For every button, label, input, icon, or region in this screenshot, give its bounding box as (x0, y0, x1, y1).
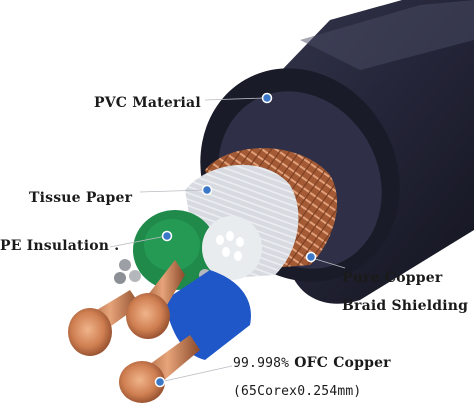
marker-pe (161, 230, 173, 242)
copper-wire-mid (126, 260, 185, 339)
braid-label-line1: Pure Copper (342, 270, 443, 286)
marker-ofc (154, 376, 166, 388)
ofc-text: OFC Copper (294, 355, 391, 371)
pvc-material-label: PVC Material (94, 95, 201, 111)
core-spec-label: (65Corex0.254mm) (233, 384, 362, 399)
marker-braid (305, 251, 317, 263)
tissue-paper-label: Tissue Paper (29, 190, 133, 206)
marker-pvc (261, 92, 273, 104)
marker-tissue (201, 184, 213, 196)
blue-core (165, 270, 251, 360)
leader-pvc (204, 97, 266, 101)
pe-insulation-label: PE Insulation . (0, 238, 120, 254)
braid-label-line2: Braid Shielding (342, 298, 469, 314)
leader-pe (109, 235, 167, 248)
white-strands (202, 216, 262, 280)
copper-wire-bottom (119, 335, 200, 403)
leader-ofc (159, 365, 233, 383)
jacket-highlight (300, 0, 474, 70)
copper-wire-left (68, 290, 140, 356)
leader-braid (311, 257, 346, 269)
leader-tissue (139, 189, 206, 193)
ofc-percent: 99.998% (233, 356, 290, 371)
ofc-copper-label: 99.998% OFC Copper (233, 355, 391, 371)
